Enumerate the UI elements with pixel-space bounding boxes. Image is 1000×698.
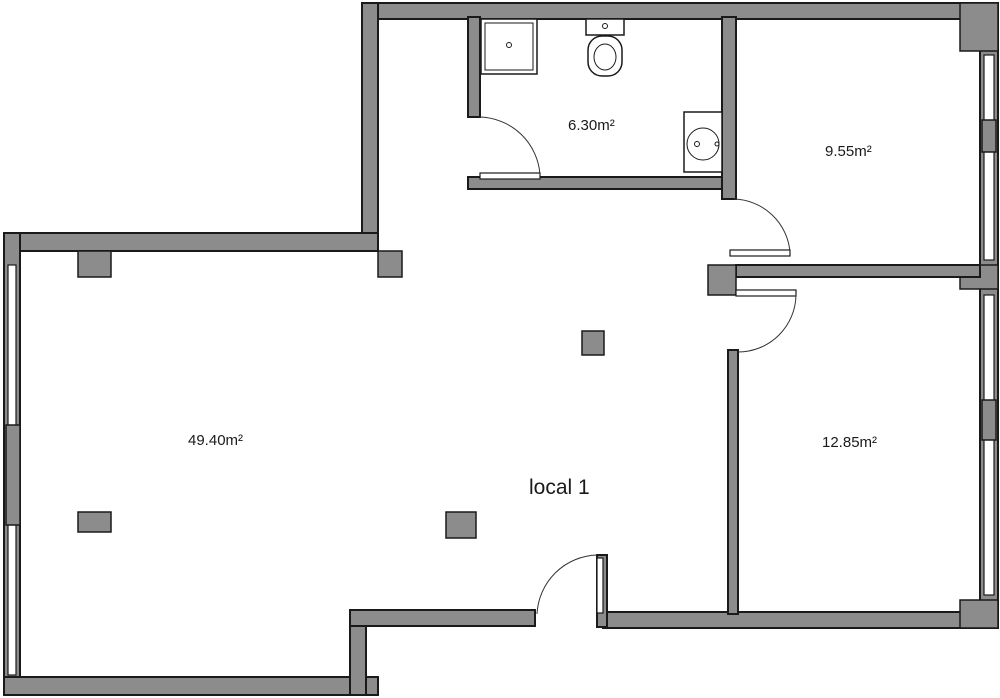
toilet-cistern [585,18,625,36]
washbasin-drain-icon [694,141,700,147]
room-area-main: 49.40m² [188,432,243,449]
room-area-bedroom-top: 9.55m² [825,143,872,160]
corner-pier-top-right [959,2,999,52]
shower-tray-inner [484,22,534,71]
columns [77,250,605,539]
shower-tray [480,18,538,75]
outer-walls [3,2,999,696]
bathroom-right-wall [721,16,737,200]
window-right-lower [983,294,995,596]
shower-drain-icon [506,42,512,48]
column [377,250,403,278]
entrance-door-swing [536,554,598,615]
bedroom-bottom-door-swing [737,294,797,353]
window-left-mullion [5,424,21,526]
column [77,250,112,278]
washbasin-tap-icon [714,141,720,147]
bathroom-fixtures [480,18,723,173]
interior-walls [467,16,981,628]
toilet-flush-icon [602,23,608,29]
wall-upper-left-vertical [361,2,379,252]
windows [5,54,997,676]
bathroom-door-swing [479,116,541,176]
unit-name: local 1 [529,476,590,499]
room-area-bathroom: 6.30m² [568,117,615,134]
window-right-upper [983,54,995,261]
wall-bottom-left [3,676,379,696]
labels: 49.40m² 6.30m² 9.55m² 12.85m² local 1 [188,117,877,499]
wall-top-left [3,232,379,252]
window-right-lower-mullion [981,399,997,441]
bathroom-door-leaf [479,172,541,180]
column [581,330,605,356]
wall-bottom-right [602,611,999,629]
window-right-upper-mullion [981,119,997,153]
bedroom-divider-wall [735,264,981,278]
door-pier [707,264,737,296]
doors [479,116,797,615]
entrance-door-leaf [596,557,604,614]
wall-bottom-entrance-left [349,609,536,627]
bathroom-left-wall [467,16,481,118]
column [77,511,112,533]
bedroom-top-door-leaf [729,249,791,257]
bedroom-top-door-swing [733,198,791,253]
toilet-seat [593,43,617,71]
room-area-bedroom-bottom: 12.85m² [822,434,877,451]
wall-top-right [361,2,999,20]
bedroom-bottom-door-leaf [735,289,797,297]
column [445,511,477,539]
corner-pier-bottom-right [959,599,999,629]
bedroom-lower-left-wall [727,349,739,615]
